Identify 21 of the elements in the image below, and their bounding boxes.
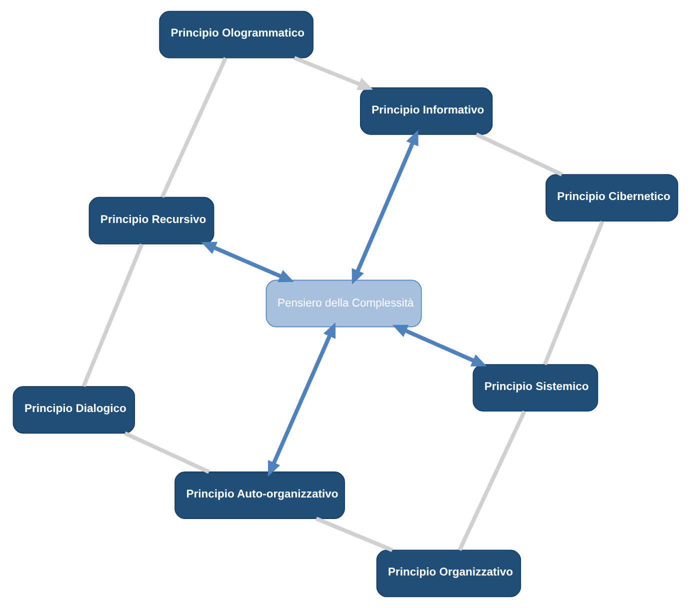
- arrow: [352, 130, 418, 284]
- node-box: Principio Informativo: [360, 87, 493, 135]
- node-box: Principio Dialogico: [12, 386, 135, 434]
- node-box: Principio Auto-organizzativo: [174, 472, 345, 519]
- connector: [458, 410, 526, 551]
- node-box: Principio Recursivo: [88, 196, 214, 244]
- arrow: [294, 56, 373, 90]
- arrow: [268, 322, 336, 476]
- connector: [475, 132, 563, 176]
- connector: [82, 243, 144, 388]
- node-box: Principio Cibernetico: [546, 174, 678, 222]
- node-box: Pensiero della Complessità: [266, 280, 422, 328]
- connector: [160, 57, 228, 198]
- connector: [542, 220, 604, 366]
- node-box: Principio Ologrammatico: [159, 10, 314, 58]
- connector: [315, 516, 394, 552]
- arrow: [201, 242, 294, 282]
- node-box: Principio Sistemico: [472, 364, 598, 412]
- connector: [124, 432, 210, 474]
- node-box: Principio Organizzativo: [376, 550, 522, 598]
- arrow: [392, 324, 487, 366]
